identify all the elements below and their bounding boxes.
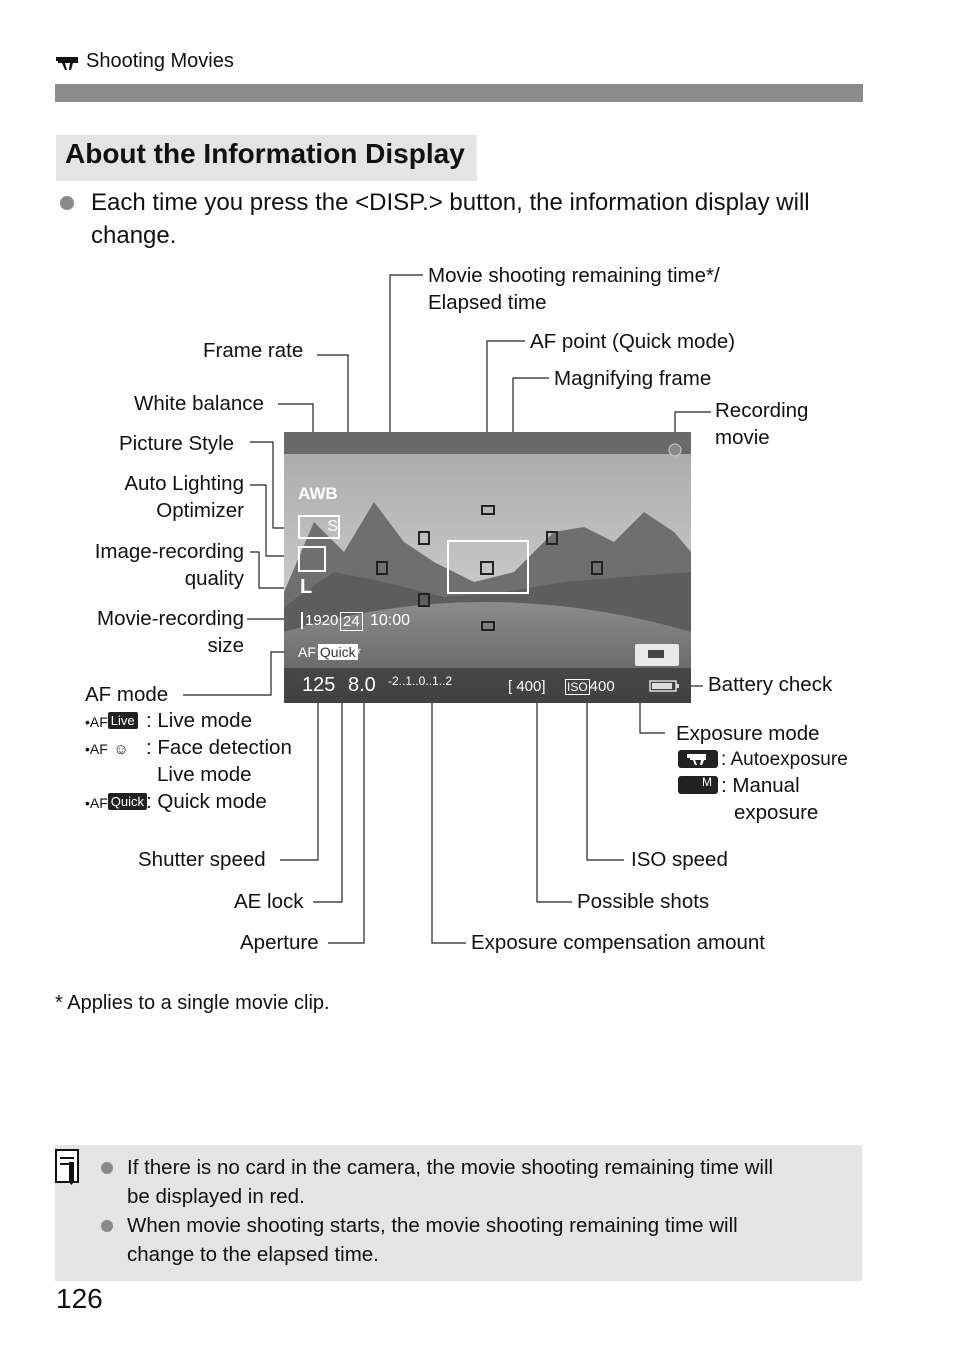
screen-quality: L [300,576,313,598]
label-recording-movie: Recording movie [715,397,808,451]
movie-camera-icon [56,56,78,70]
label-quality-line1: Image-recording [94,540,244,563]
note-bullet-icon [101,1220,113,1232]
label-white-balance: White balance [134,392,264,415]
label-iso-speed: ISO speed [631,848,728,871]
label-magnifying-frame: Magnifying frame [554,367,712,390]
label-manual-line2: exposure [734,801,819,824]
af-mode-quick-text: : Quick mode [146,790,267,813]
live-view-image [284,432,691,703]
header-rule [55,84,863,102]
label-image-quality: Image-recording quality [60,538,244,592]
label-alo-line1: Auto Lighting [124,472,244,495]
screen-iso-label: ISO [565,679,590,695]
label-frame-rate: Frame rate [203,339,304,362]
screen-shutter-speed: 125 [302,674,336,696]
section-title: About the Information Display [56,135,477,181]
bullet-icon [60,196,74,210]
label-recording-line2: movie [715,426,770,449]
af-mode-live-text: : Live mode [146,709,252,732]
label-aperture: Aperture [240,931,319,954]
label-autoexposure: : Autoexposure [721,749,848,770]
autoexposure-icon [678,750,718,768]
running-header: Shooting Movies [56,50,234,73]
note-item-line: change to the elapsed time. [127,1243,379,1266]
label-picture-style: Picture Style [119,432,235,455]
label-movie-size: Movie-recording size [60,605,244,659]
screen-ae-lock: * [354,644,362,664]
note-item: If there is no card in the camera, the m… [127,1153,857,1211]
screen-picture-style: S [298,515,340,539]
label-quality-line2: quality [184,567,244,590]
label-movie-remaining-line1: Movie shooting remaining time*/ [428,264,720,287]
label-exposure-mode: Exposure mode [676,722,820,745]
manual-exposure-icon: M [678,776,718,794]
screen-remaining-time: 10:00 [370,612,411,629]
header-section-label: Shooting Movies [86,50,234,72]
screen-exposure-scale: -2..1..0..1..2 [388,674,453,688]
af-quick-icon: Quick [107,793,148,810]
label-auto-lighting: Auto Lighting Optimizer [80,470,244,524]
label-battery: Battery check [708,673,833,696]
af-mode-face: •AF ☺ [85,741,129,758]
screen-alo-icon [298,546,326,572]
note-item-line: be displayed in red. [127,1185,305,1208]
footnote: * Applies to a single movie clip. [55,992,330,1014]
af-face-icon: ☺ [113,741,129,758]
label-af-mode: AF mode [85,683,169,706]
label-manual-exposure: : Manual exposure [721,772,818,826]
label-recording-line1: Recording [715,399,809,422]
note-box: If there is no card in the camera, the m… [55,1145,862,1281]
label-size-line2: size [207,634,244,657]
screen-frame-rate: 24 [340,612,363,631]
label-manual-line1: : Manual [721,774,800,797]
note-item-line: If there is no card in the camera, the m… [127,1156,774,1179]
af-mode-face-text: : Face detection Live mode [146,734,292,788]
note-item: When movie shooting starts, the movie sh… [127,1211,857,1269]
section-title-text: About the Information Display [65,138,465,169]
af-live-icon: Live [107,712,138,729]
note-item-line: When movie shooting starts, the movie sh… [127,1214,738,1237]
screen-af-quick: Quick [317,644,358,660]
screen-possible-shots: [ 400] [508,678,546,695]
label-alo-line2: Optimizer [156,499,244,522]
note-icon [55,1149,79,1185]
note-bullet-icon [101,1162,113,1174]
screen-style-text: S [327,518,338,535]
label-shutter-speed: Shutter speed [138,848,266,871]
label-af-point: AF point (Quick mode) [530,330,736,353]
label-ae-lock: AE lock [234,890,304,913]
af-face-line1: : Face detection [146,736,292,759]
label-movie-remaining: Movie shooting remaining time*/ Elapsed … [428,262,720,316]
af-face-line2: Live mode [157,763,252,786]
intro-text: Each time you press the <DISP.> button, … [91,189,810,249]
screen-aperture: 8.0 [348,674,376,696]
screen-iso-value: 400 [589,678,615,695]
label-exposure-comp: Exposure compensation amount [471,931,766,954]
page-number: 126 [56,1283,103,1314]
label-possible-shots: Possible shots [577,890,710,913]
label-size-line1: Movie-recording [97,607,244,630]
label-movie-remaining-line2: Elapsed time [428,291,547,314]
screen-movie-size: 1920 [301,612,338,629]
screen-wb: AWB [298,484,338,503]
